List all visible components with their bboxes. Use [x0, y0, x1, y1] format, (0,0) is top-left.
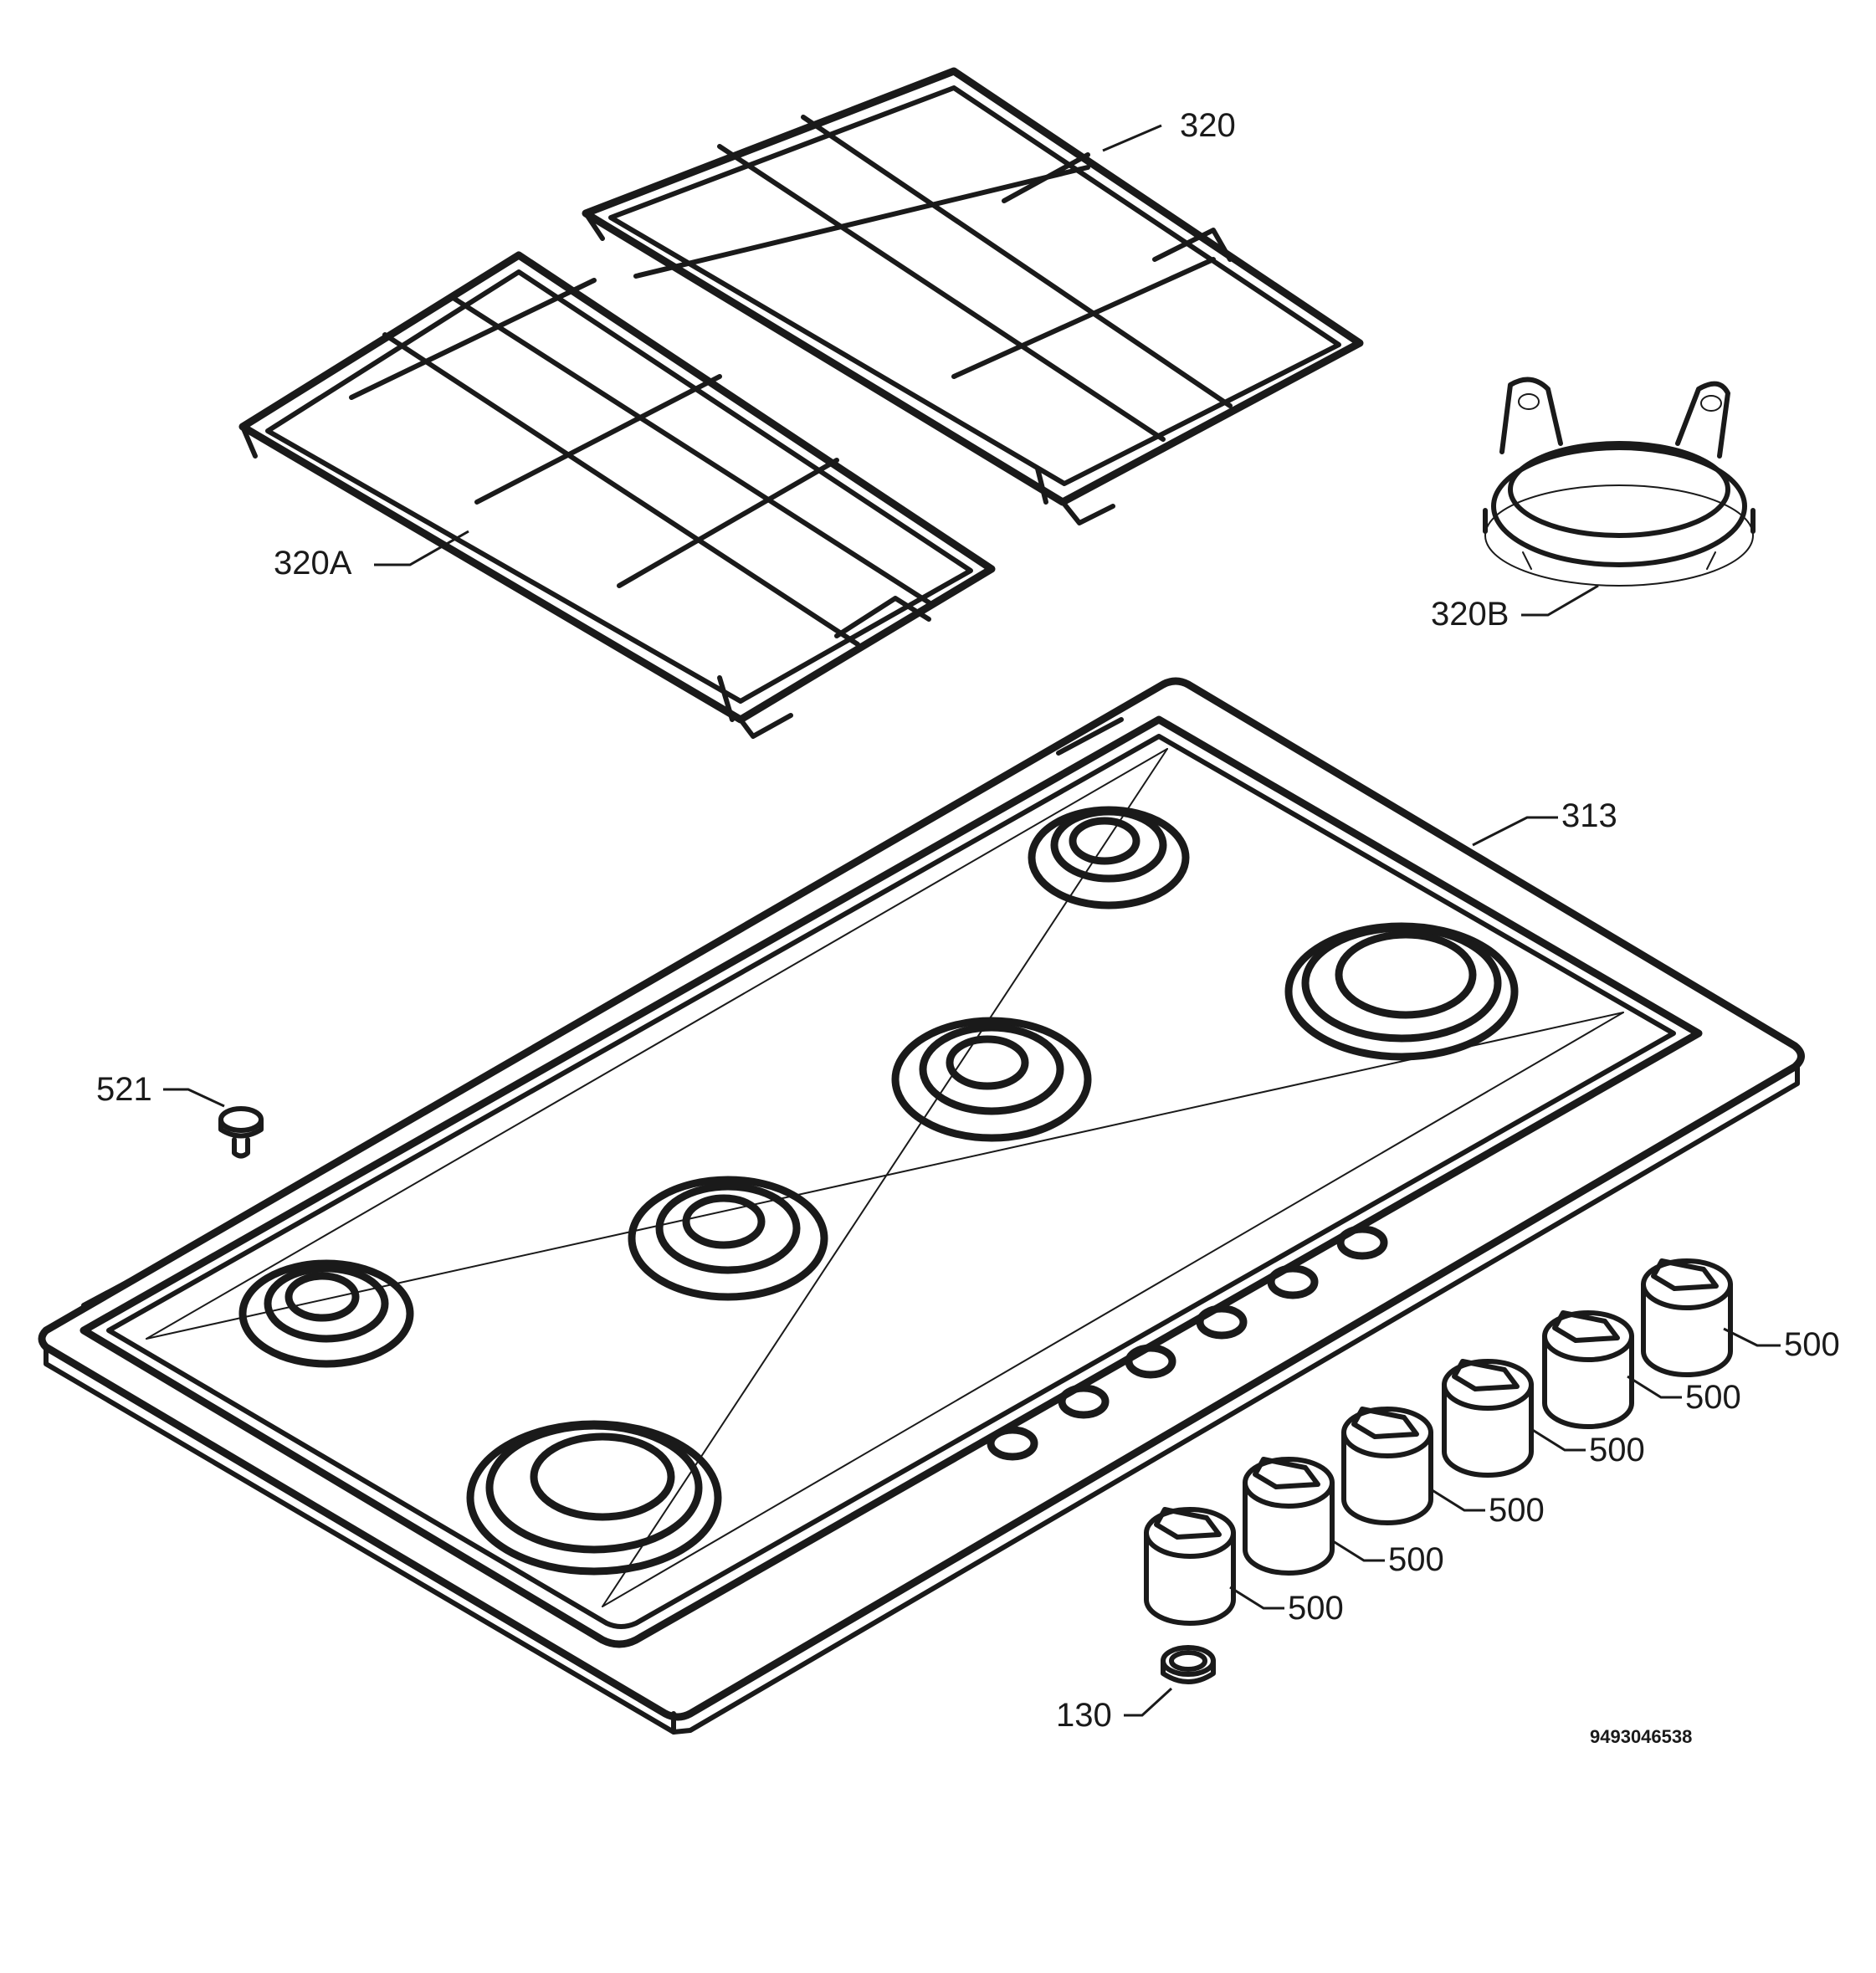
- burner-rear-small: [1028, 806, 1190, 910]
- label-313: 313: [1561, 797, 1617, 834]
- control-knob-2: [1243, 1457, 1335, 1576]
- control-knob-5: [1542, 1310, 1634, 1429]
- label-500-4: 500: [1489, 1492, 1545, 1529]
- burner-front-left-small: [238, 1259, 414, 1368]
- label-500-6: 500: [1288, 1590, 1344, 1627]
- label-320a: 320A: [274, 545, 352, 582]
- wok-ring-320b: [1483, 377, 1756, 587]
- pan-support-grate-320a: [238, 251, 996, 739]
- burner-center: [891, 1017, 1092, 1142]
- label-500-3: 500: [1589, 1432, 1645, 1468]
- control-knob-3: [1341, 1407, 1433, 1525]
- burner-rear-large: [1284, 922, 1519, 1061]
- label-500-2: 500: [1685, 1379, 1741, 1416]
- knob-holes: [987, 1225, 1388, 1461]
- label-500-5: 500: [1388, 1541, 1444, 1578]
- leader-lines: [163, 124, 1781, 1717]
- control-knob-6: [1641, 1258, 1733, 1377]
- seal-130: [1161, 1645, 1216, 1684]
- control-knob-4: [1442, 1359, 1534, 1478]
- callout-labels: 320 320A 320B 313 521 500 500 500 500 50…: [96, 107, 1840, 1747]
- label-500-1: 500: [1784, 1326, 1840, 1363]
- control-knobs: [1144, 1258, 1733, 1626]
- control-knob-1: [1144, 1507, 1236, 1626]
- burner-front-large: [466, 1420, 722, 1576]
- document-number: 9493046538: [1590, 1726, 1692, 1747]
- burner-mid-left: [628, 1176, 828, 1301]
- pan-support-grate-320: [582, 67, 1364, 525]
- label-320b: 320B: [1431, 596, 1509, 633]
- hob-top-313: [38, 677, 1805, 1735]
- label-320: 320: [1180, 107, 1236, 144]
- label-130: 130: [1056, 1697, 1112, 1734]
- screw-521: [218, 1106, 264, 1159]
- label-521: 521: [96, 1071, 152, 1108]
